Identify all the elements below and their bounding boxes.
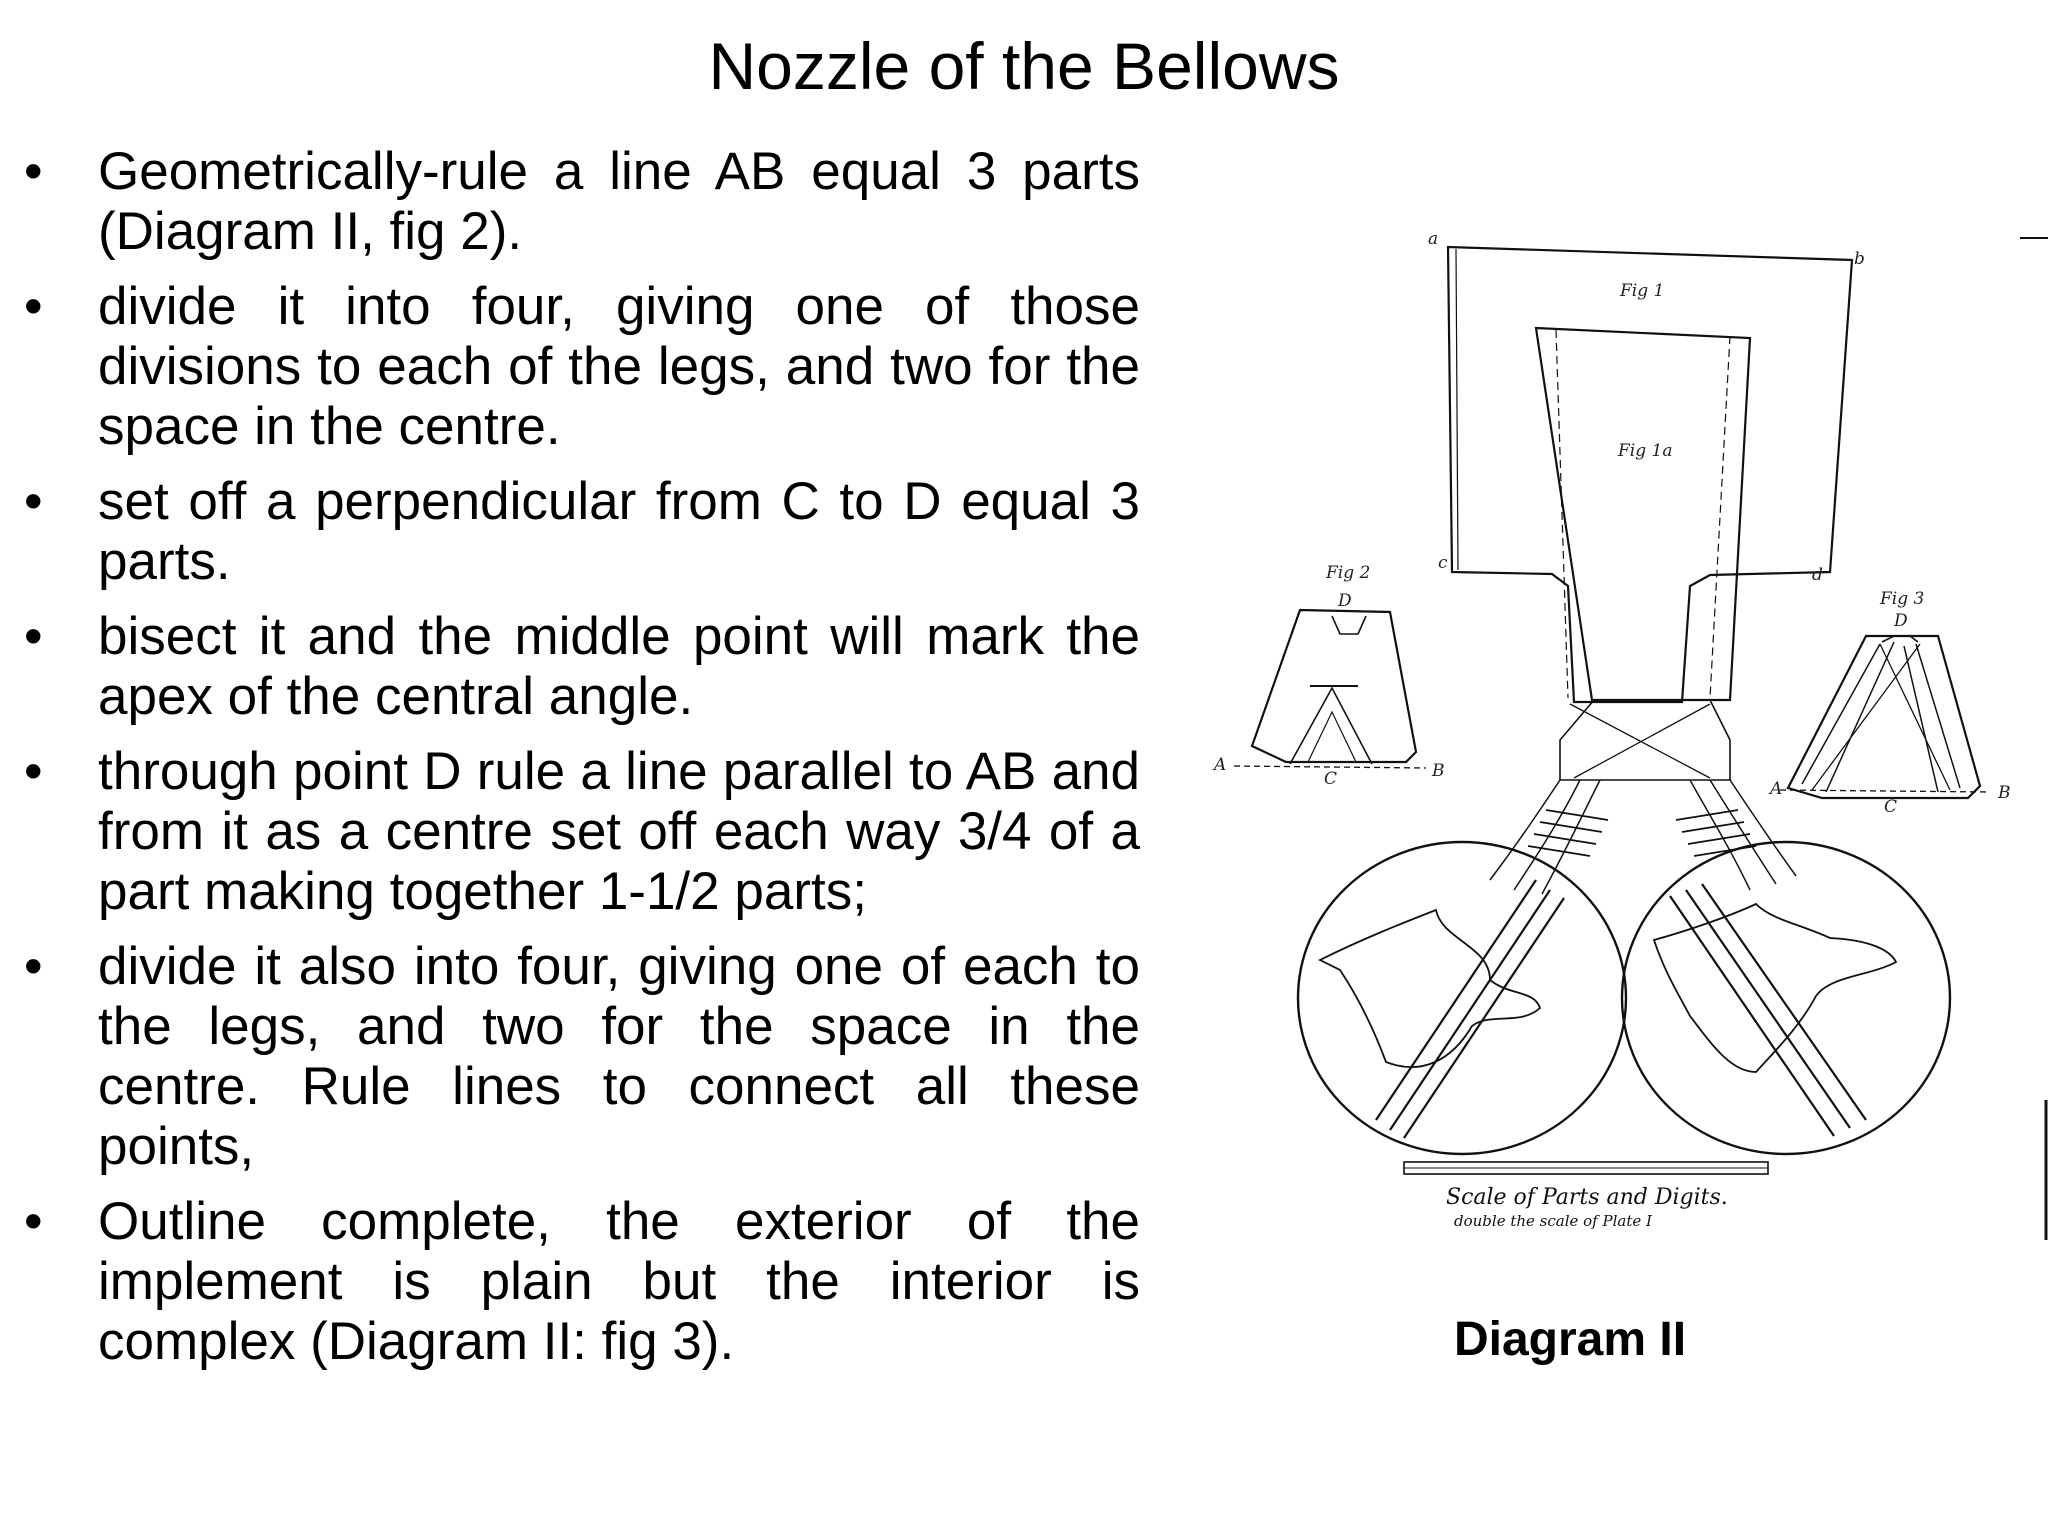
bullet-text: divide it into four, giving one of those… <box>98 277 1140 456</box>
bullet-list: • Geometrically-rule a line AB equal 3 p… <box>0 142 1140 1387</box>
bullet-dot: • <box>24 607 43 666</box>
slide-title: Nozzle of the Bellows <box>708 29 1340 103</box>
bullet-dot: • <box>24 472 43 531</box>
fig3-line-ab <box>1779 789 1991 793</box>
bullet-item: • Outline complete, the exterior of the … <box>0 1192 1140 1372</box>
bullet-item: • set off a perpendicular from C to D eq… <box>0 472 1140 592</box>
bullet-item: • through point D rule a line parallel t… <box>0 742 1140 922</box>
bullet-text: Geometrically-rule a line AB equal 3 par… <box>98 142 1140 261</box>
left-arm-lines <box>1489 779 1601 895</box>
fig1a-dashed-right <box>1709 335 1731 699</box>
fig3-notch <box>1881 635 1919 643</box>
fig2-outline <box>1250 608 1418 764</box>
bullet-text: bisect it and the middle point will mark… <box>98 607 1140 726</box>
label-fig2-C: C <box>1324 769 1337 789</box>
bullet-text: divide it also into four, giving one of … <box>98 937 1140 1176</box>
left-bag-skin <box>1317 908 1542 1068</box>
bullet-item: • bisect it and the middle point will ma… <box>0 607 1140 727</box>
label-fig1a: Fig 1a <box>1617 441 1672 461</box>
fig1-outline <box>1446 245 1854 704</box>
bullet-dot: • <box>24 142 43 201</box>
label-fig2-D: D <box>1337 591 1352 611</box>
label-fig1: Fig 1 <box>1619 281 1664 301</box>
fig2-line-ab <box>1233 765 1427 769</box>
fig2-notch <box>1331 615 1367 635</box>
bullet-dot: • <box>24 277 43 336</box>
label-fig3-B: B <box>1997 783 2011 803</box>
label-a: a <box>1428 229 1438 249</box>
left-binding <box>1527 809 1609 857</box>
label-fig2: Fig 2 <box>1325 563 1370 583</box>
nozzle-neck <box>1559 699 1731 781</box>
label-fig2-B: B <box>1431 761 1445 781</box>
diagram-ii-figure: Fig 1 Fig 1a Fig 2 Fig 3 a b c d A B C D… <box>1190 200 2048 1460</box>
fig2-central-angle <box>1289 686 1373 765</box>
label-d: d <box>1812 565 1823 585</box>
right-nozzle-pipe <box>1669 883 1867 1137</box>
fig3-leg-lines <box>1801 641 1961 793</box>
right-binding <box>1675 809 1757 857</box>
label-c: c <box>1438 553 1448 573</box>
bullet-item: • divide it also into four, giving one o… <box>0 937 1140 1177</box>
right-bag-skin <box>1652 902 1898 1073</box>
fig1-inner-edge <box>1455 248 1459 571</box>
nozzle-cross <box>1569 703 1711 779</box>
right-bag-circle <box>1620 840 1952 1156</box>
fig3-cross-lines <box>1811 643 1951 791</box>
left-nozzle-pipe <box>1375 879 1565 1139</box>
bullet-item: • Geometrically-rule a line AB equal 3 p… <box>0 142 1140 262</box>
label-b: b <box>1854 249 1865 269</box>
label-fig3-A: A <box>1768 779 1782 799</box>
fig2-inner-angle <box>1307 710 1357 763</box>
bullet-dot: • <box>24 1192 43 1251</box>
bullet-text: through point D rule a line parallel to … <box>98 742 1140 921</box>
bullet-item: • divide it into four, giving one of tho… <box>0 277 1140 457</box>
fig1a-outline <box>1534 326 1752 702</box>
label-fig3-C: C <box>1884 797 1897 817</box>
bellows-nozzle-drawing: Fig 1 Fig 1a Fig 2 Fig 3 a b c d A B C D… <box>1212 229 2048 1240</box>
right-arm-lines <box>1689 779 1797 891</box>
bullet-dot: • <box>24 937 43 996</box>
bullet-text: set off a perpendicular from C to D equa… <box>98 472 1140 591</box>
bullet-text: Outline complete, the exterior of the im… <box>98 1192 1140 1371</box>
label-fig3: Fig 3 <box>1879 589 1924 609</box>
figure-caption: Diagram II <box>1453 1313 1687 1366</box>
left-bag-circle <box>1296 840 1628 1156</box>
label-fig3-D: D <box>1893 611 1908 631</box>
fig3-outline <box>1786 634 1982 800</box>
scale-caption-line1: Scale of Parts and Digits. <box>1446 1185 1728 1210</box>
scale-caption-line2: double the scale of Plate I <box>1454 1212 1653 1230</box>
label-fig2-A: A <box>1212 755 1226 775</box>
fig1a-dashed-left <box>1555 329 1569 699</box>
bullet-dot: • <box>24 742 43 801</box>
